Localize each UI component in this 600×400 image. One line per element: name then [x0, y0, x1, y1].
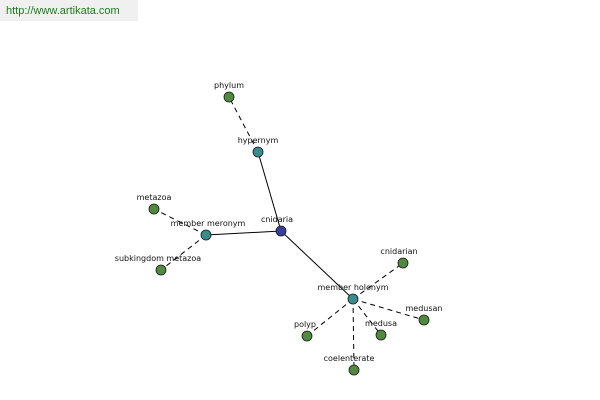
node-member-meronym-label: member meronym	[171, 219, 246, 228]
edges-layer	[153, 96, 425, 371]
node-member-holonym[interactable]: member holonym	[317, 283, 389, 305]
node-hypernym-marker[interactable]	[252, 146, 264, 158]
node-medusa-label: medusa	[365, 319, 397, 328]
node-medusan-label: medusan	[405, 304, 442, 313]
nodes-layer: cnidaria hypernym member meronym member hol…	[115, 81, 443, 376]
node-phylum[interactable]: phylum	[214, 81, 244, 103]
node-cnidarian-label: cnidarian	[380, 247, 417, 256]
edge-member-holonym-to-cnidarian	[352, 262, 404, 300]
edge-cnidaria-to-member-meronym	[205, 230, 282, 236]
node-cnidaria[interactable]: cnidaria	[261, 215, 293, 237]
node-phylum-marker[interactable]	[223, 91, 235, 103]
node-member-meronym[interactable]: member meronym	[171, 219, 246, 241]
node-coelenterate-label: coelenterate	[324, 354, 375, 363]
node-polyp-marker[interactable]	[301, 330, 313, 342]
node-polyp[interactable]: polyp	[294, 320, 316, 342]
edge-hypernym-to-phylum	[228, 96, 259, 153]
edge-cnidaria-to-member-holonym	[280, 230, 354, 300]
node-subkingdom-metazoa-marker[interactable]	[155, 264, 167, 276]
node-cnidaria-label: cnidaria	[261, 215, 293, 224]
node-metazoa-marker[interactable]	[148, 203, 160, 215]
node-phylum-label: phylum	[214, 81, 244, 90]
source-link[interactable]: http://www.artikata.com	[6, 4, 120, 17]
node-medusan-marker[interactable]	[418, 314, 430, 326]
node-hypernym[interactable]: hypernym	[238, 136, 279, 158]
node-coelenterate[interactable]: coelenterate	[324, 354, 375, 376]
node-medusan[interactable]: medusan	[405, 304, 443, 326]
node-cnidarian[interactable]: cnidarian	[380, 247, 418, 269]
node-medusa-marker[interactable]	[375, 329, 387, 341]
edge-cnidaria-to-hypernym	[257, 151, 282, 232]
node-metazoa[interactable]: metazoa	[137, 193, 172, 215]
edge-member-holonym-to-coelenterate	[352, 298, 355, 371]
node-cnidarian-marker[interactable]	[397, 257, 409, 269]
edge-member-meronym-to-subkingdom-metazoa	[160, 234, 207, 271]
node-hypernym-label: hypernym	[238, 136, 279, 145]
source-banner: http://www.artikata.com	[0, 0, 138, 21]
node-medusa[interactable]: medusa	[365, 319, 397, 341]
edge-member-meronym-to-metazoa	[153, 208, 207, 236]
node-member-holonym-label: member holonym	[317, 283, 388, 292]
edge-member-holonym-to-polyp	[306, 298, 354, 337]
node-subkingdom-metazoa[interactable]: subkingdom metazoa	[115, 254, 201, 276]
node-cnidaria-marker[interactable]	[275, 225, 287, 237]
node-polyp-label: polyp	[294, 320, 316, 329]
edge-member-holonym-to-medusa	[352, 298, 382, 336]
node-member-holonym-marker[interactable]	[347, 293, 359, 305]
node-coelenterate-marker[interactable]	[348, 364, 360, 376]
node-metazoa-label: metazoa	[137, 193, 172, 202]
node-member-meronym-marker[interactable]	[200, 229, 212, 241]
edge-member-holonym-to-medusan	[352, 298, 425, 321]
node-subkingdom-metazoa-label: subkingdom metazoa	[115, 254, 201, 263]
